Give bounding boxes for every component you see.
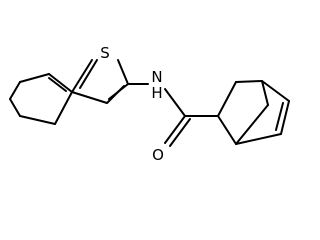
bond: [71, 91, 108, 104]
bond: [217, 81, 237, 117]
bond: [19, 115, 56, 125]
molecule-diagram: S N H O: [9, 44, 290, 164]
bond: [217, 115, 237, 145]
bond: [235, 133, 282, 145]
oxygen-atom-label: O: [152, 146, 164, 164]
bond: [79, 59, 98, 89]
bond: [261, 80, 269, 106]
bond: [164, 88, 186, 117]
bond-lines: [9, 59, 290, 147]
bond: [261, 80, 290, 102]
bond: [54, 91, 73, 125]
bond: [275, 102, 284, 131]
sulfur-atom-label: S: [100, 44, 110, 62]
nitrogen-atom-label: N: [151, 68, 162, 86]
bond: [48, 73, 73, 93]
bond: [164, 115, 186, 144]
bond: [117, 59, 129, 85]
bond: [235, 80, 263, 83]
bond: [280, 100, 290, 135]
bond: [71, 59, 93, 93]
bond: [9, 98, 21, 117]
bond: [9, 81, 21, 100]
bond: [19, 73, 50, 83]
bond: [169, 118, 191, 147]
bond: [48, 77, 67, 92]
bond: [235, 104, 269, 145]
bond: [106, 85, 125, 104]
hydrogen-atom-label: H: [151, 84, 162, 102]
